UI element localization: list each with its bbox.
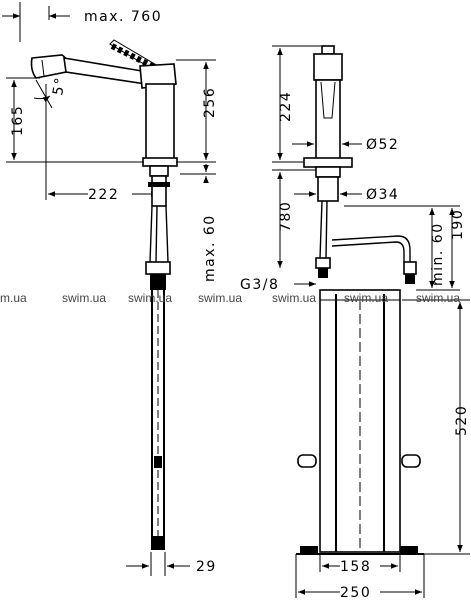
supply-hose [155, 205, 158, 263]
dim-780: 780 [278, 201, 294, 232]
dim-158: 158 [340, 559, 371, 575]
body-detail [320, 81, 336, 119]
hose-weight [150, 274, 166, 290]
dim-max-760: max. 760 [84, 9, 162, 25]
supply-hose [149, 205, 153, 263]
pullout-hose-loop [331, 241, 405, 262]
dim-g38: G3/8 [240, 277, 279, 293]
dim-min-60: min. 60 [430, 222, 446, 286]
supply-hose-front [325, 200, 328, 259]
pullout-hose-loop [331, 235, 411, 262]
dim-dia34: Ø34 [366, 187, 399, 203]
spout-head [30, 54, 69, 79]
foot [400, 546, 418, 554]
connector-front [315, 257, 331, 269]
spout-detail [41, 59, 45, 77]
loop-clip [403, 261, 417, 275]
shank-nut-front [315, 166, 341, 178]
shank-front [317, 176, 339, 202]
dim-224: 224 [278, 91, 294, 122]
loop-weight [405, 274, 415, 284]
watermark: swim.ua [272, 291, 316, 305]
dim-dia52: Ø52 [366, 137, 399, 153]
angle-valve [401, 454, 421, 468]
hose-clip [154, 456, 162, 468]
foot [300, 546, 318, 554]
angle-valve [297, 454, 317, 468]
body-front [315, 79, 341, 161]
angle-arc [33, 95, 51, 103]
lever [139, 63, 177, 89]
front-view: 224 Ø52 Ø34 780 G3/8 min. 60 [240, 45, 470, 600]
dim-190: 190 [450, 209, 466, 240]
supply-hose [165, 205, 169, 263]
side-view: max. 760 165 5° 256 222 [2, 2, 218, 576]
lever-top [321, 45, 335, 55]
dim-250: 250 [340, 585, 371, 600]
shank-nut [149, 165, 169, 177]
watermark: swim.ua [62, 291, 106, 305]
supply-hose-front [319, 200, 323, 259]
spout-arm [63, 57, 149, 85]
dim-29: 29 [196, 559, 217, 575]
lever-front [313, 53, 343, 81]
dim-256: 256 [202, 87, 218, 118]
faucet-body [145, 83, 175, 161]
angle-line [35, 79, 53, 109]
watermark: m.ua [0, 291, 27, 305]
faucet-base [142, 157, 178, 167]
dim-520: 520 [454, 405, 470, 436]
dim-165: 165 [10, 105, 26, 136]
base-front [303, 157, 353, 168]
dim-angle: 5° [50, 75, 69, 96]
dim-max-60: max. 60 [202, 214, 218, 282]
mounting-plate [148, 182, 170, 187]
connector-fitting [318, 268, 328, 278]
watermark: swim.ua [344, 291, 388, 305]
watermark: swim.ua [128, 291, 172, 305]
dim-222: 222 [88, 187, 119, 203]
hose-connector [145, 261, 171, 275]
watermark-row: m.ua swim.ua swim.ua swim.ua swim.ua swi… [0, 291, 460, 305]
watermark: swim.ua [198, 291, 242, 305]
mounting-shank [151, 175, 167, 207]
hose-end [151, 536, 165, 550]
watermark: swim.ua [416, 291, 460, 305]
